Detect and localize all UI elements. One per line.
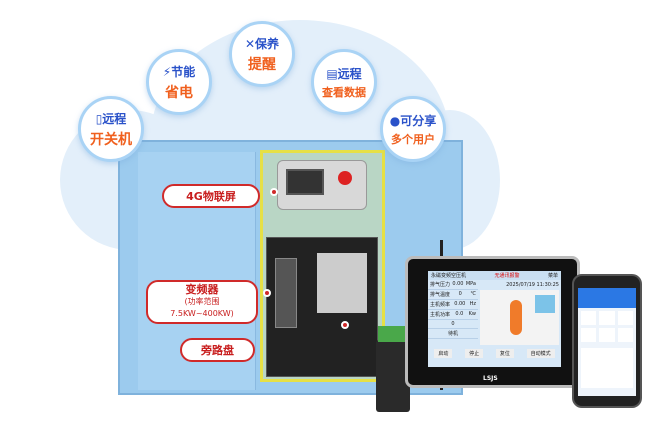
hmi-row: 待机 <box>428 329 478 339</box>
tag-inverter: 变频器 (功率范围7.5KW~400KW) <box>146 280 258 324</box>
hmi-auto-mode-button[interactable]: 自动模式 <box>526 349 555 358</box>
feature-title: 保养 <box>255 36 280 51</box>
lightning-icon: ⚡ <box>162 64 172 79</box>
hmi-stop-button[interactable]: 停止 <box>465 349 484 358</box>
feature-subtitle: 开关机 <box>90 131 132 148</box>
hmi-datetime: 2025/07/19 11:30:25 <box>506 282 559 288</box>
emergency-stop-button <box>338 171 352 185</box>
brand-logo: LSJS <box>483 375 498 382</box>
feature-remote-data: ▤远程 查看数据 <box>311 49 377 115</box>
hmi-row: 0 <box>428 320 478 329</box>
compressor-diagram <box>480 290 559 345</box>
iot-screen-display <box>286 169 324 195</box>
chart-icon: ▤ <box>326 66 338 81</box>
inverter-unit <box>275 258 297 328</box>
feature-multi-user: ●可分享 多个用户 <box>380 96 446 162</box>
marker-dot <box>270 188 278 196</box>
inverter-range: (功率范围7.5KW~400KW) <box>170 297 234 318</box>
feature-title: 远程 <box>337 66 362 81</box>
4g-gateway <box>376 326 410 412</box>
hmi-reset-button[interactable]: 复位 <box>495 349 514 358</box>
phone-app-screen <box>578 288 636 396</box>
feature-title: 节能 <box>171 64 196 79</box>
feature-subtitle: 提醒 <box>248 56 276 73</box>
hmi-start-button[interactable]: 启动 <box>434 349 453 358</box>
hmi-alarm: 无通讯报警 <box>494 273 520 279</box>
hmi-title: 永磁变频空压机 <box>431 273 467 279</box>
feature-energy-saving: ⚡节能 省电 <box>146 49 212 115</box>
tools-icon: ✕ <box>244 36 256 51</box>
smartphone <box>572 274 642 408</box>
users-icon: ● <box>389 113 401 128</box>
phone-icon: ▯ <box>95 111 103 126</box>
feature-subtitle: 多个用户 <box>391 132 435 146</box>
feature-subtitle: 查看数据 <box>322 85 366 99</box>
marker-dot <box>263 289 271 297</box>
feature-maintenance: ✕保养 提醒 <box>229 21 295 87</box>
relay-board <box>317 253 367 313</box>
feature-subtitle: 省电 <box>165 84 193 101</box>
inverter-label: 变频器 <box>185 283 219 296</box>
marker-dot <box>341 321 349 329</box>
tag-iot-screen: 4G物联屏 <box>162 184 260 208</box>
hmi-menu-button[interactable]: 菜单 <box>547 273 558 279</box>
tag-bypass: 旁路盘 <box>180 338 255 362</box>
feature-title: 可分享 <box>400 113 437 128</box>
iot-screen-device <box>277 160 367 210</box>
feature-title: 远程 <box>102 111 127 126</box>
feature-remote-power: ▯远程 开关机 <box>78 96 144 162</box>
electrical-cabinet <box>266 237 378 377</box>
